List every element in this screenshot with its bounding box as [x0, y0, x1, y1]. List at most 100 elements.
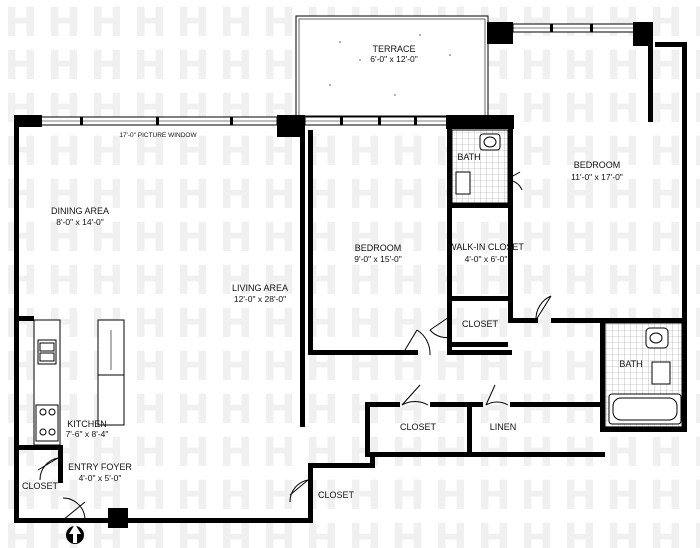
watermark-glyph: H	[133, 172, 166, 218]
watermark-glyph: H	[219, 172, 252, 218]
picture-window	[39, 116, 278, 126]
walls	[14, 22, 687, 528]
watermark-glyph: H	[133, 301, 166, 347]
watermark-glyph: H	[348, 258, 381, 304]
entry-foyer-label: ENTRY FOYER	[68, 462, 132, 472]
watermark-glyph: H	[606, 43, 639, 89]
watermark-glyph: H	[563, 215, 596, 261]
watermark-glyph: H	[606, 172, 639, 218]
watermark-glyph: H	[133, 43, 166, 89]
watermark-glyph: H	[348, 215, 381, 261]
watermark-glyph: H	[649, 473, 682, 519]
living-area-label: LIVING AREA	[232, 283, 288, 293]
watermark-glyph: H	[90, 172, 123, 218]
watermark-glyph: H	[262, 258, 295, 304]
watermark-glyph: H	[262, 387, 295, 433]
watermark-glyph: H	[219, 215, 252, 261]
watermark-glyph: H	[262, 430, 295, 476]
watermark-glyph: H	[47, 473, 80, 519]
watermark-glyph: H	[90, 215, 123, 261]
watermark-glyph: H	[649, 43, 682, 89]
watermark-glyph: H	[262, 0, 295, 46]
watermark-glyph: H	[563, 344, 596, 390]
kitchen-fixtures	[33, 319, 125, 446]
walk-in-closet-label: WALK-IN CLOSET	[448, 242, 524, 252]
watermark-glyph: H	[219, 473, 252, 519]
watermark-glyph: H	[606, 516, 639, 548]
room-labels: TERRACE 6'-0" x 12'-0" 17'-0" PICTURE WI…	[22, 44, 643, 500]
watermark-glyph: H	[47, 258, 80, 304]
watermark-glyph: H	[133, 473, 166, 519]
entry-foyer-dims: 4'-0" x 5'-0"	[79, 473, 122, 483]
watermark-glyph: H	[133, 430, 166, 476]
picture-window-label: 17'-0" PICTURE WINDOW	[119, 132, 197, 139]
watermark-glyph: H	[692, 344, 700, 390]
watermark-glyph: H	[348, 129, 381, 175]
watermark-glyph: H	[262, 215, 295, 261]
watermark-glyph: H	[563, 301, 596, 347]
watermark-glyph: H	[692, 172, 700, 218]
watermark-glyph: H	[563, 387, 596, 433]
bedroom-center-dims: 9'-0" x 15'-0"	[354, 254, 402, 264]
watermark-glyph: H	[520, 387, 553, 433]
watermark-glyph: H	[90, 129, 123, 175]
watermark-glyph: H	[176, 129, 209, 175]
watermark-glyph: H	[520, 0, 553, 46]
watermark-glyph: H	[692, 129, 700, 175]
doors	[37, 171, 626, 521]
watermark-glyph: H	[606, 215, 639, 261]
watermark-glyph: H	[90, 258, 123, 304]
watermark-glyph: H	[348, 301, 381, 347]
bath-right-label: BATH	[619, 359, 642, 369]
watermark-glyph: H	[520, 43, 553, 89]
watermark-glyph: H	[176, 344, 209, 390]
watermark-glyph: H	[391, 172, 424, 218]
watermark-glyph: H	[262, 344, 295, 390]
watermark-glyph: H	[4, 43, 37, 89]
linen-label: LINEN	[490, 422, 517, 432]
bedroom-window	[304, 116, 448, 126]
watermark-glyph: H	[692, 301, 700, 347]
watermark-glyph: H	[391, 215, 424, 261]
bedroom-right-label: BEDROOM	[574, 160, 621, 170]
watermark-glyph: H	[4, 430, 37, 476]
watermark-glyph: H	[520, 301, 553, 347]
watermark-glyph: H	[47, 172, 80, 218]
watermark-glyph: H	[133, 387, 166, 433]
watermark-glyph: H	[133, 344, 166, 390]
watermark-glyph: H	[262, 301, 295, 347]
watermark-glyph: H	[4, 387, 37, 433]
walk-in-closet-dims: 4'-0" x 6'-0"	[465, 254, 508, 264]
watermark-glyph: H	[520, 129, 553, 175]
watermark-glyph: H	[434, 473, 467, 519]
watermark-glyph: H	[477, 387, 510, 433]
terrace-dims: 6'-0" x 12'-0"	[370, 54, 418, 64]
watermark-glyph: H	[563, 43, 596, 89]
kitchen-label: KITCHEN	[67, 419, 107, 429]
right-bedroom-window	[512, 23, 636, 33]
watermark-glyph: H	[176, 43, 209, 89]
watermark-glyph: H	[563, 172, 596, 218]
watermark-glyph: H	[348, 516, 381, 548]
watermark-glyph: H	[219, 387, 252, 433]
watermark-glyph: H	[4, 344, 37, 390]
bath-top-fixtures	[451, 129, 509, 204]
living-area-dims: 12'-0" x 28'-0"	[234, 294, 286, 304]
watermark-glyph: H	[520, 516, 553, 548]
watermark-glyph: H	[477, 215, 510, 261]
watermark-glyph: H	[692, 215, 700, 261]
watermark-glyph: H	[692, 473, 700, 519]
watermark-glyph: H	[520, 344, 553, 390]
watermark-glyph: H	[47, 215, 80, 261]
watermark-glyph: H	[4, 473, 37, 519]
watermark-glyph: H	[391, 387, 424, 433]
watermark-glyph: H	[520, 86, 553, 132]
watermark-glyph: H	[649, 172, 682, 218]
watermark-glyph: H	[4, 0, 37, 46]
terrace-label: TERRACE	[372, 44, 415, 54]
watermark-glyph: H	[305, 387, 338, 433]
watermark-glyph: H	[262, 43, 295, 89]
watermark-glyph: H	[520, 473, 553, 519]
bedroom-center-label: BEDROOM	[355, 243, 402, 253]
